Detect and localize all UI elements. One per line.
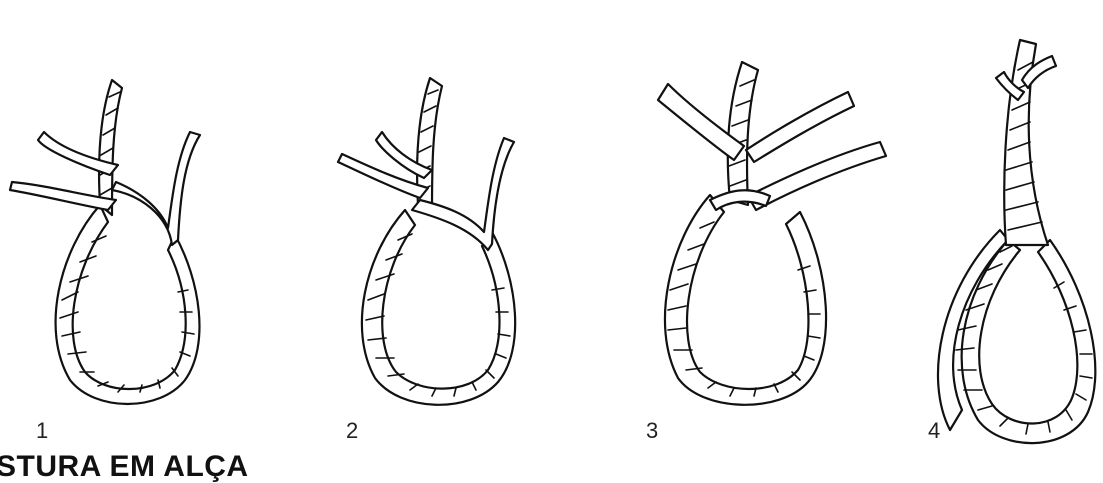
figure-caption: STURA EM ALÇA — [0, 452, 249, 482]
rope-loop-step-1-illustration — [0, 0, 260, 420]
step-number-2: 2 — [346, 418, 358, 444]
figure-step-1: 1 STURA EM ALÇA — [0, 0, 260, 472]
step-number-4: 4 — [928, 418, 940, 444]
figure-step-3: 3 — [630, 0, 890, 472]
rope-loop-step-4-illustration — [920, 0, 1103, 420]
rope-loop-step-2-illustration — [320, 0, 580, 420]
figure-step-4: 4 — [920, 0, 1103, 472]
step-number-3: 3 — [646, 418, 658, 444]
figure-step-2: 2 — [320, 0, 580, 472]
step-number-1: 1 — [36, 418, 48, 444]
rope-loop-step-3-illustration — [630, 0, 890, 420]
